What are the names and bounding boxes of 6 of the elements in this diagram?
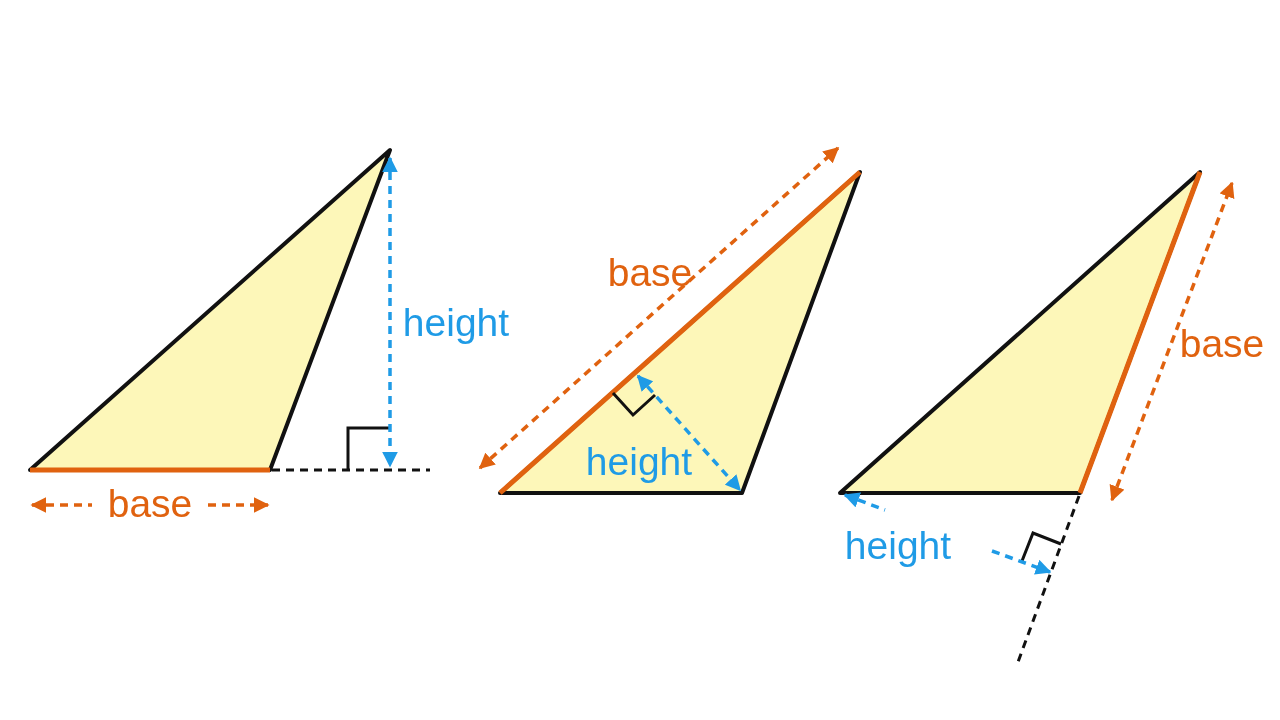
dimension-label: height — [402, 302, 510, 342]
dimension-label: base — [1179, 323, 1265, 363]
dimension-label: base — [607, 252, 693, 292]
dimension-label: height — [844, 525, 952, 565]
dimension-label: base — [107, 483, 193, 523]
dimension-label: height — [585, 441, 693, 481]
